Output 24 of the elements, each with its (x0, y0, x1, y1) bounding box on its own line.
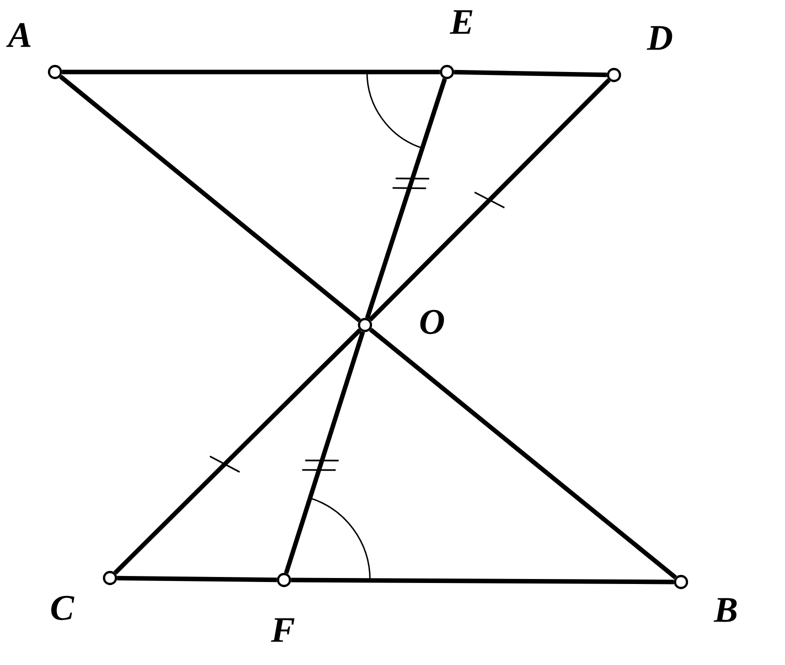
point-marker (674, 574, 688, 590)
line-segment (113, 328, 362, 575)
line-segment (62, 70, 440, 74)
point-label: D (646, 26, 672, 50)
line-segment (454, 70, 607, 78)
line-segment (59, 74, 361, 322)
point-label: A (6, 23, 31, 47)
point-label: B (714, 598, 737, 622)
point-marker (358, 318, 372, 332)
point-marker (440, 64, 454, 80)
line-segment (291, 578, 674, 584)
line-segment (284, 331, 365, 574)
point-marker (48, 64, 62, 80)
point-label: O (420, 310, 444, 334)
line-segment (365, 78, 447, 319)
point-marker (276, 572, 292, 588)
line-segment (369, 328, 677, 580)
line-segment (117, 576, 277, 582)
point-label: C (51, 596, 74, 620)
point-label: F (270, 618, 294, 642)
point-label: E (450, 10, 472, 34)
point-marker (606, 68, 622, 82)
line-segment (368, 78, 611, 322)
point-marker (102, 570, 118, 586)
